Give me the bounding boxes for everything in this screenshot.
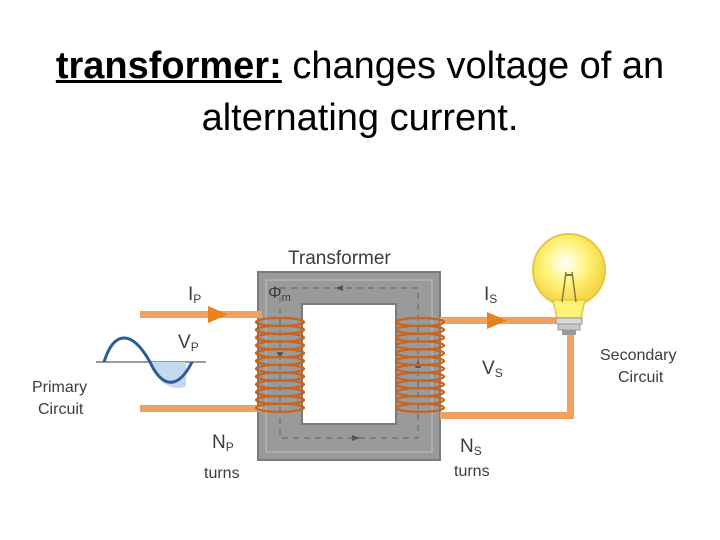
title-term: transformer: (55, 45, 282, 87)
secondary-voltage-label: VS (482, 358, 503, 380)
primary-turns-word: turns (204, 465, 240, 482)
coil-winding (254, 402, 306, 413)
secondary-circuit-line-1: Secondary (600, 347, 677, 364)
np-main: N (212, 432, 226, 453)
ip-sub: P (193, 292, 201, 306)
vs-main: V (482, 358, 495, 379)
slide-title: transformer: changes voltage of an alter… (0, 40, 720, 144)
title-line-1: transformer: changes voltage of an (0, 40, 720, 92)
primary-voltage-label: VP (178, 332, 199, 354)
secondary-coil (394, 316, 446, 413)
primary-current-arrow (208, 306, 228, 323)
secondary-current-arrow (487, 312, 507, 329)
primary-circuit-line-1: Primary (32, 379, 87, 396)
is-main: I (484, 284, 489, 305)
secondary-circuit-line-2: Circuit (618, 369, 664, 386)
flux-label: Φm (268, 283, 291, 304)
secondary-wires (440, 317, 574, 419)
ac-source-waveform (96, 336, 206, 389)
ns-sub: S (474, 444, 482, 458)
ip-main: I (188, 284, 193, 305)
ns-main: N (460, 436, 474, 457)
primary-wires (140, 311, 262, 412)
primary-circuit-line-2: Circuit (38, 401, 84, 418)
primary-coil (254, 316, 306, 413)
secondary-turns-label: NS (460, 436, 482, 458)
vs-sub: S (495, 366, 503, 380)
vp-main: V (178, 332, 191, 353)
primary-current-label: IP (188, 284, 201, 306)
title-line-2: alternating current. (201, 97, 519, 139)
np-sub: P (226, 440, 234, 454)
flux-subscript: m (282, 292, 291, 304)
secondary-turns-word: turns (454, 463, 490, 480)
transformer-heading: Transformer (288, 248, 391, 269)
vp-sub: P (191, 340, 199, 354)
coil-winding (394, 402, 446, 413)
light-bulb-icon (532, 233, 606, 335)
secondary-current-label: IS (484, 284, 497, 306)
is-sub: S (489, 292, 497, 306)
primary-turns-label: NP (212, 432, 234, 454)
flux-symbol: Φ (268, 283, 282, 302)
title-line-1-rest: changes voltage of an (281, 45, 665, 87)
